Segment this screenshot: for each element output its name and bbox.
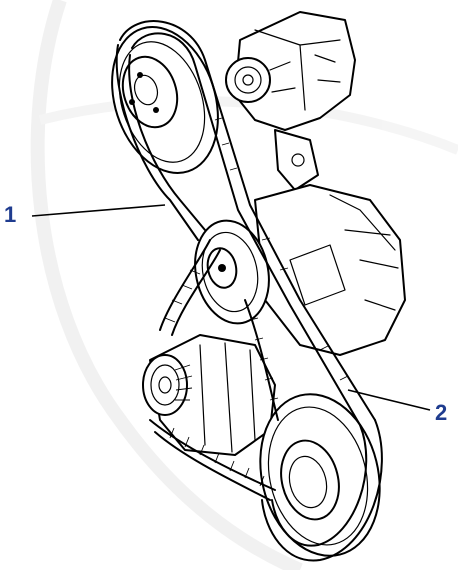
leader-line-2 bbox=[347, 389, 431, 411]
compressor-body bbox=[254, 184, 406, 356]
top-pulley bbox=[111, 26, 219, 174]
serpentine-belt bbox=[115, 20, 383, 562]
upper-accessory bbox=[225, 11, 356, 191]
callout-label-2: 2 bbox=[435, 400, 448, 425]
accessory-belt bbox=[149, 239, 279, 501]
crank-pulley bbox=[259, 393, 381, 557]
leader-line-1 bbox=[31, 204, 166, 217]
alternator bbox=[142, 334, 276, 456]
callout-label-1: 1 bbox=[4, 202, 17, 227]
